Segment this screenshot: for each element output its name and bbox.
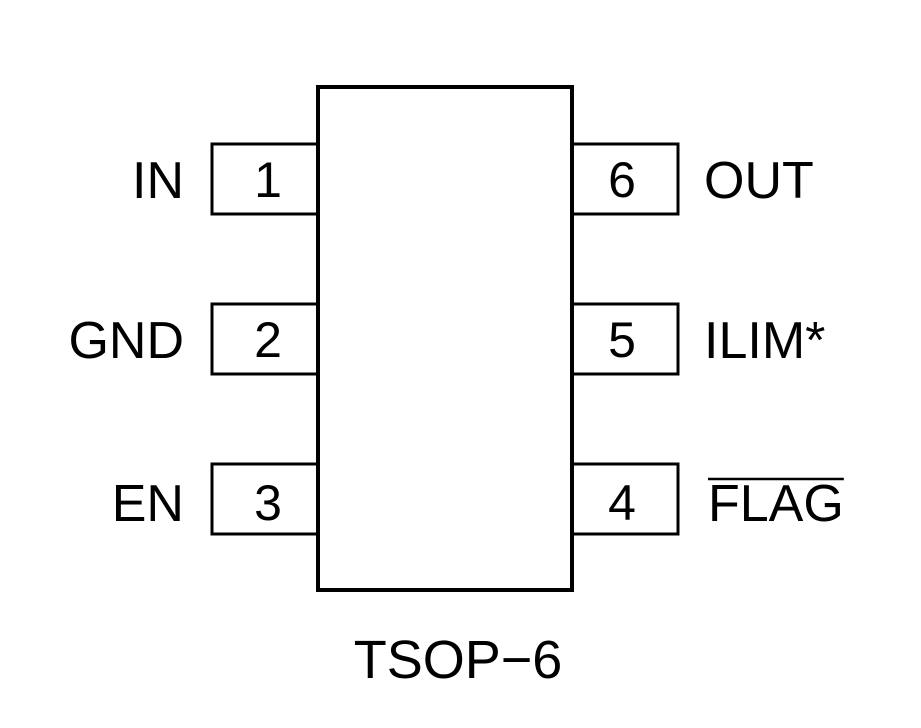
pin-5: 5 ILIM*	[570, 302, 825, 376]
pin-3-box	[210, 462, 320, 536]
pin-3-label: EN	[112, 475, 184, 533]
pin-3: 3 EN	[112, 462, 320, 536]
pin-5-number: 5	[608, 312, 636, 368]
pin-6: 6 OUT	[570, 142, 814, 216]
pin-3-number: 3	[254, 475, 282, 531]
pin-1-box	[210, 142, 320, 216]
pin-5-box	[570, 302, 680, 376]
package-name: TSOP−6	[354, 630, 563, 690]
pin-5-label: ILIM*	[704, 312, 825, 370]
pin-2: 2 GND	[68, 302, 320, 376]
pin-2-number: 2	[254, 312, 282, 368]
pin-4-number: 4	[608, 475, 636, 531]
pin-6-number: 6	[608, 152, 636, 208]
pin-1-number: 1	[254, 152, 282, 208]
pin-2-box	[210, 302, 320, 376]
ic-body	[316, 85, 574, 592]
pin-2-label: GND	[68, 312, 184, 370]
pin-1-label: IN	[132, 152, 184, 210]
pin-6-label: OUT	[704, 152, 814, 210]
pin-4: 4 FLAG	[570, 462, 844, 536]
pin-1: 1 IN	[132, 142, 320, 216]
pin-6-box	[570, 142, 680, 216]
pin-4-label: FLAG	[708, 475, 844, 533]
